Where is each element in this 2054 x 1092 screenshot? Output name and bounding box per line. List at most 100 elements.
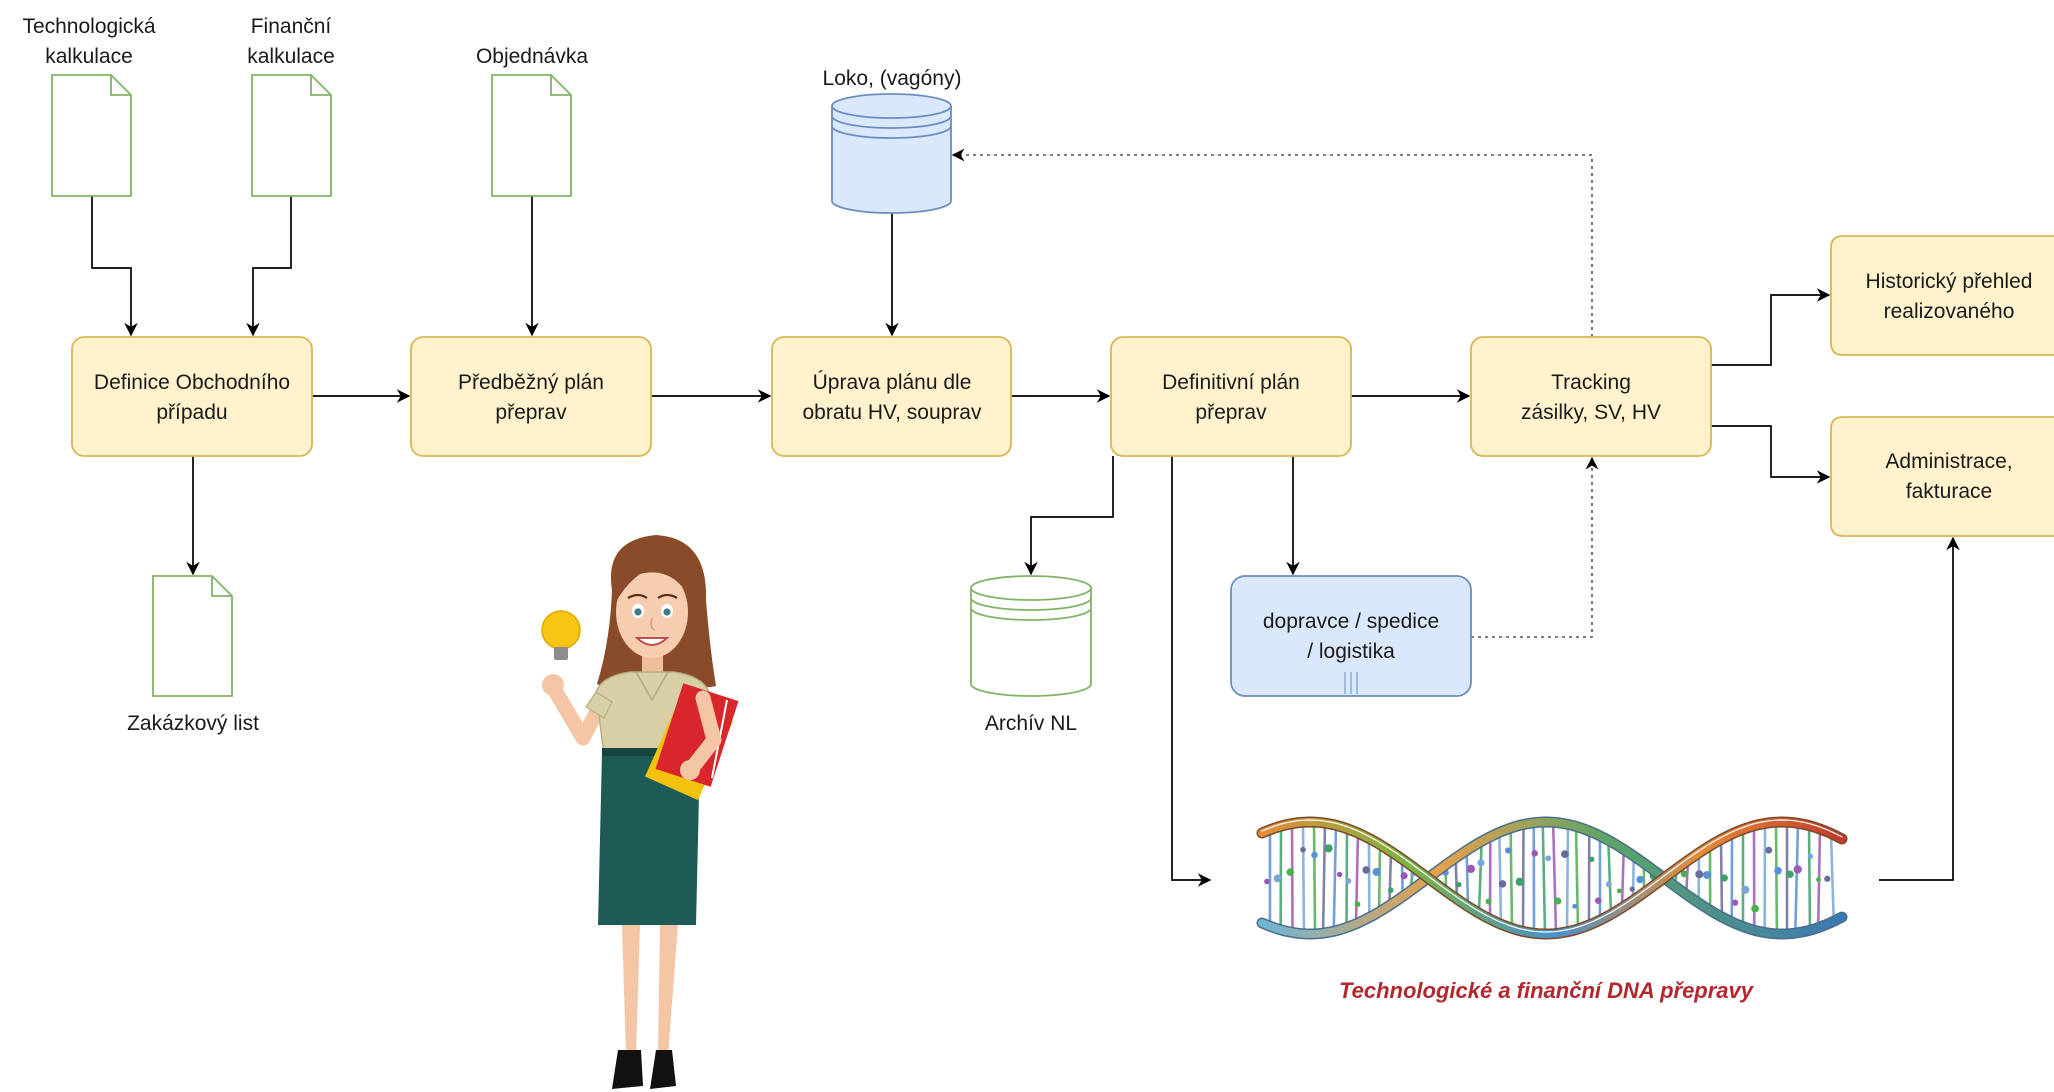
belt [602, 748, 700, 756]
dna-caption: Technologické a finanční DNA přepravy [1339, 978, 1755, 1003]
process-step-predbezny-plan: Předběžný plán přeprav [410, 336, 652, 457]
collapsed-marker-icon [1344, 672, 1358, 694]
process-step-definice-obchodniho-pripadu: Definice Obchodního případu [71, 336, 313, 457]
dna-atom [1629, 886, 1635, 892]
dna-atom [1616, 888, 1622, 894]
dna-rung [1465, 849, 1470, 907]
dna-rung [1377, 844, 1382, 912]
dna-rung [1509, 827, 1514, 929]
database-cylinder-icon [970, 575, 1092, 697]
dna-rung [1354, 833, 1360, 923]
edge-tracking-to-administrace [1711, 425, 1831, 484]
doc-label-line: Zakázkový list [127, 712, 259, 735]
edge-dna-to-administrace [1879, 536, 1960, 881]
dna-atom [1362, 866, 1371, 874]
nose [650, 617, 656, 631]
database-label: Archív NL [985, 712, 1077, 735]
smile [634, 637, 670, 646]
external-label-line: dopravce / spedice [1263, 610, 1439, 633]
document-icon [51, 74, 132, 197]
dna-atom [1345, 878, 1352, 884]
dna-atom [1336, 871, 1343, 878]
edge-definitivni-to-dna [1171, 456, 1212, 887]
dna-rung [1620, 848, 1626, 908]
dna-atom [1816, 877, 1821, 883]
output-administrace-fakturace: Administrace, fakturace [1830, 416, 2054, 537]
dna-atom [1824, 875, 1831, 882]
process-label-line: přeprav [495, 401, 567, 424]
process-box [1830, 416, 2054, 537]
edge-tracking-to-historicky [1711, 288, 1831, 366]
dna-rung [1301, 822, 1306, 934]
output-historicky-prehled: Historický přehled realizovaného [1830, 235, 2054, 356]
database-cylinder-rings [831, 105, 952, 139]
dna-atom [1751, 904, 1759, 913]
process-step-tracking: Tracking zásilky, SV, HV [1470, 336, 1712, 457]
pupil-right [663, 608, 671, 616]
process-label-line: případu [156, 401, 227, 424]
external-box [1230, 575, 1472, 697]
dna-atom [1372, 867, 1381, 877]
database-cylinder-icon [831, 93, 952, 214]
eyebrows [627, 593, 678, 599]
holding-arm [684, 690, 722, 776]
edge-definitivni-to-archiv [1024, 456, 1114, 576]
document-financni-kalkulace: Finanční kalkulace [247, 15, 335, 197]
dna-atom [1554, 897, 1562, 905]
doc-label-line: Technologická [22, 15, 155, 38]
lightbulb-base [554, 647, 568, 660]
dna-atom [1786, 870, 1794, 878]
dna-atom [1731, 899, 1739, 906]
process-step-uprava-planu: Úprava plánu dle obratu HV, souprav [771, 336, 1012, 457]
dna-atom [1400, 872, 1408, 880]
dna-strand [1258, 817, 1846, 939]
dna-atom [1324, 844, 1333, 853]
dna-rung [1829, 833, 1836, 923]
dna-strand [1258, 817, 1846, 939]
process-label-line: Tracking [1551, 371, 1631, 394]
edge-dotted-dopravce-to-tracking [1471, 456, 1599, 638]
dna-atom [1741, 885, 1750, 894]
dna-atom [1560, 850, 1569, 859]
doc-label-line: Objednávka [476, 45, 588, 68]
process-box [1470, 336, 1712, 457]
process-label-line: Úprava plánu dle [813, 371, 972, 394]
dna-rung [1497, 831, 1503, 925]
external-dopravce-spedice-logistika: dopravce / spedice / logistika [1230, 575, 1472, 697]
dna-atom [1572, 903, 1578, 909]
dna-atom [1264, 878, 1270, 885]
dna-rung [1477, 842, 1483, 914]
dna-rung [1521, 824, 1525, 932]
document-icon [491, 74, 572, 197]
process-label-line: Definice Obchodního [94, 371, 290, 394]
dna-atom [1387, 887, 1394, 894]
dna-atom [1505, 847, 1512, 854]
dna-atom [1485, 898, 1492, 905]
red-folder [655, 683, 739, 787]
dna-rung [1807, 825, 1812, 931]
pupil-left [634, 608, 642, 616]
edge-tech-calc-to-definice [91, 196, 138, 337]
dna-atom [1589, 856, 1595, 862]
blouse-collar [635, 671, 669, 702]
dna-rung [1551, 822, 1558, 934]
dna-atom [1702, 870, 1711, 879]
raised-hand [542, 674, 564, 696]
process-box [1830, 235, 2054, 356]
process-label-line: Historický přehled [1866, 270, 2033, 293]
skirt [598, 752, 700, 925]
process-label-line: Předběžný plán [458, 371, 604, 394]
process-label-line: zásilky, SV, HV [1521, 401, 1661, 424]
process-label-line: fakturace [1906, 480, 1992, 503]
face [616, 566, 688, 658]
hair-bangs [615, 551, 692, 604]
process-box [1110, 336, 1352, 457]
document-icon [152, 575, 233, 697]
dna-rung [1312, 822, 1317, 934]
edges [91, 148, 1960, 887]
dna-atom [1354, 901, 1361, 908]
dna-rung [1290, 823, 1294, 933]
dna-rung [1574, 826, 1580, 930]
process-label-line: obratu HV, souprav [802, 401, 982, 424]
dna-atom [1273, 874, 1282, 883]
